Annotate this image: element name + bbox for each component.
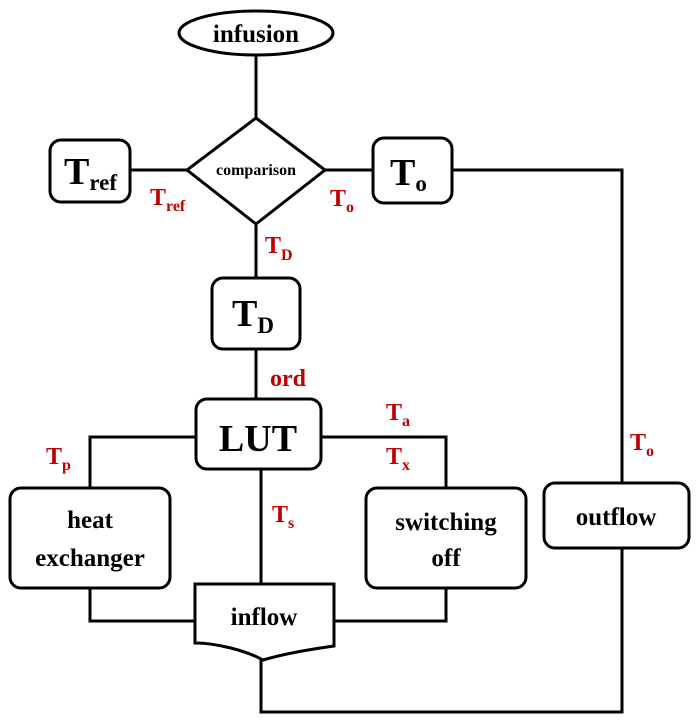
heat-exchanger-line1: heat <box>67 507 114 534</box>
node-tref: Tref <box>48 138 132 204</box>
edge-label-to-right-main: T <box>630 430 646 456</box>
edge-label-to-right: To <box>630 430 654 460</box>
edge-label-ts-sub: s <box>288 515 294 532</box>
edge-switching-off-inflow <box>334 588 448 623</box>
edge-label-tp-sub: p <box>62 457 71 474</box>
edge-label-tx-sub: x <box>402 457 410 474</box>
edge-to-outflow <box>452 168 624 483</box>
edge-label-tp: Tp <box>46 444 71 474</box>
node-infusion: infusion <box>177 9 335 57</box>
lut-label: LUT <box>219 418 297 460</box>
node-td: TD <box>210 276 302 351</box>
edge-label-tx: Tx <box>386 444 410 474</box>
heat-exchanger-line2: exchanger <box>35 545 145 572</box>
edge-label-tp-main: T <box>46 444 62 470</box>
edge-label-to-right-sub: o <box>646 443 654 460</box>
infusion-label: infusion <box>213 21 299 48</box>
node-to: To <box>371 136 454 205</box>
to-node-text: To <box>390 152 427 196</box>
edge-label-td-sub: D <box>281 247 293 264</box>
edge-label-to-left: To <box>330 186 354 216</box>
outflow-label: outflow <box>576 504 657 531</box>
edge-label-td: TD <box>265 233 293 264</box>
node-switching-off: switching off <box>364 486 528 590</box>
switching-off-line2: off <box>431 545 461 572</box>
to-node-main: T <box>390 152 415 194</box>
edge-label-ta: Ta <box>386 400 410 430</box>
node-heat-exchanger: heat exchanger <box>8 486 172 590</box>
inflow-label: inflow <box>231 604 298 631</box>
switching-off-line1: switching <box>395 509 497 536</box>
edge-labels: Tref To TD ord Ta Tx Tp Ts To <box>46 185 654 532</box>
to-node-sub: o <box>415 171 427 196</box>
edge-label-tref-sub: ref <box>166 198 186 215</box>
edge-label-ta-sub: a <box>402 413 410 430</box>
comparison-label: comparison <box>216 162 296 179</box>
tref-node-sub: ref <box>89 170 117 195</box>
edge-outflow-inflow <box>259 548 624 714</box>
edge-label-ta-main: T <box>386 400 402 426</box>
td-node-text: TD <box>232 293 274 338</box>
connectors <box>88 55 624 714</box>
edge-lut-switching-off <box>321 435 448 488</box>
tref-node-main: T <box>64 151 89 193</box>
tref-node-text: Tref <box>64 151 117 195</box>
node-lut: LUT <box>194 397 323 471</box>
edge-heat-exchanger-inflow <box>88 588 195 623</box>
td-node-sub: D <box>257 313 274 338</box>
edge-label-td-main: T <box>265 233 281 259</box>
edge-label-ts: Ts <box>272 502 294 532</box>
edge-label-ord: ord <box>270 366 307 392</box>
node-outflow: outflow <box>542 481 691 550</box>
edge-label-to-left-main: T <box>330 186 346 212</box>
edge-label-tx-main: T <box>386 444 402 470</box>
edge-label-to-left-sub: o <box>346 199 354 216</box>
edge-label-tref: Tref <box>150 185 186 215</box>
edge-label-tref-main: T <box>150 185 166 211</box>
node-inflow: inflow <box>193 582 336 662</box>
node-comparison: comparison <box>184 116 328 226</box>
edge-label-ts-main: T <box>272 502 288 528</box>
edge-lut-heat-exchanger <box>88 435 196 488</box>
td-node-main: T <box>232 293 257 335</box>
